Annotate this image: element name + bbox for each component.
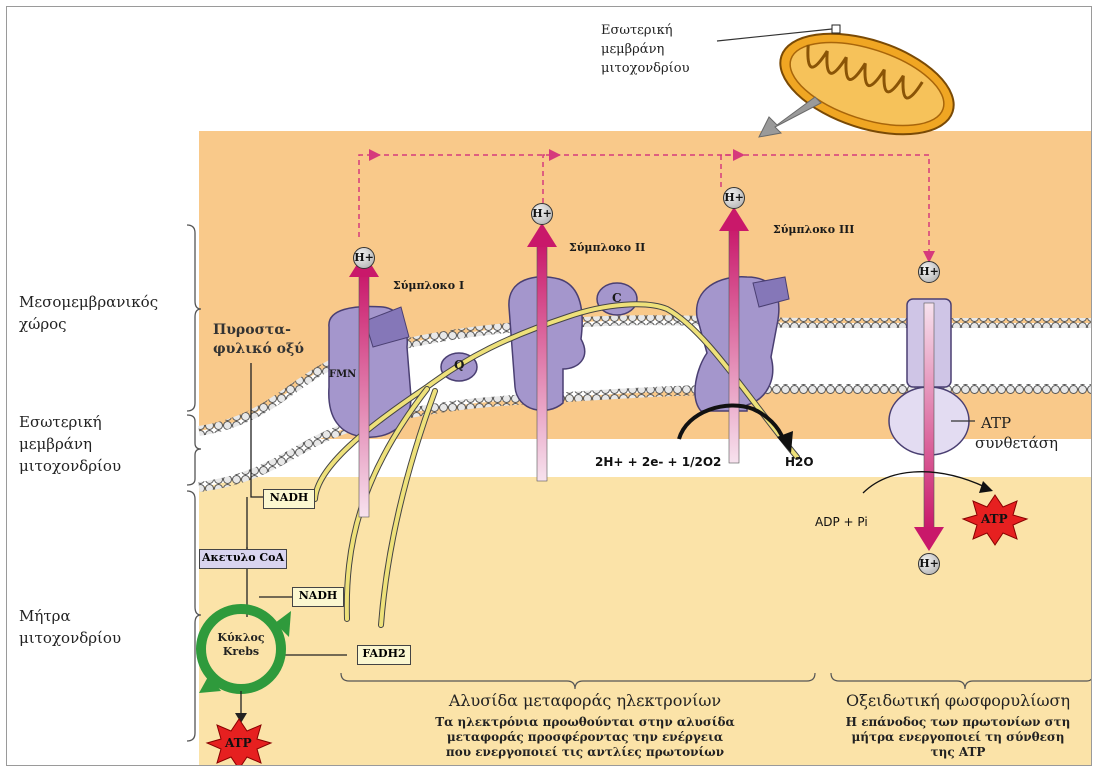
acetyl-coa-box: Ακετυλο CoA: [199, 549, 287, 569]
intermembrane-label: Μεσομεμβρανικός χώρος: [19, 291, 158, 335]
complex-2-label: Σύμπλοκο II: [569, 241, 645, 254]
krebs-label: Κύκλος Krebs: [213, 631, 269, 659]
atp-label-right: ATP: [981, 512, 1008, 526]
diagram-frame: Εσωτερική μεμβράνη μιτοχονδρίου Μεσομεμβ…: [6, 6, 1092, 766]
oxphos-title: Οξειδωτική φωσφορυλίωση: [833, 691, 1083, 711]
reduction-equation: 2H+ + 2e- + 1/2O2: [595, 455, 721, 469]
synthase-label-line: [951, 419, 975, 423]
oxphos-description: Η επάνοδος των πρωτονίων στη μήτρα ενεργ…: [833, 715, 1083, 760]
proton-2: H+: [531, 203, 553, 225]
proton-1: H+: [353, 247, 375, 269]
nadh-box-2: NADH: [292, 587, 344, 607]
complex-3-label: Σύμπλοκο III: [773, 223, 854, 236]
nadh-box-1: NADH: [263, 489, 315, 509]
c-label: C: [612, 291, 622, 305]
diagram-canvas: [7, 7, 1092, 766]
matrix-label: Μήτρα μιτοχονδρίου: [19, 605, 121, 649]
proton-3: H+: [723, 187, 745, 209]
adp-label: ADP + Pi: [815, 515, 868, 529]
proton-4: H+: [918, 261, 940, 283]
pyruvate-label: Πυροστα- φυλικό οξύ: [213, 321, 304, 359]
mito-membrane-label: Εσωτερική μεμβράνη μιτοχονδρίου: [601, 21, 689, 78]
etc-description: Τα ηλεκτρόνια προωθούνται στην αλυσίδα μ…: [409, 715, 761, 760]
fadh2-box: FADH2: [357, 645, 411, 665]
fmn-label: FMN: [329, 369, 356, 380]
complex-1-label: Σύμπλοκο I: [393, 279, 464, 292]
proton-5: H+: [918, 553, 940, 575]
water-label: H2O: [785, 455, 814, 469]
atp-synthase-label: ATP συνθετάση: [975, 413, 1058, 453]
q-label: Q: [454, 358, 464, 372]
etc-title: Αλυσίδα μεταφοράς ηλεκτρονίων: [419, 691, 751, 711]
atp-label-krebs: ATP: [225, 736, 252, 750]
inner-membrane-label: Εσωτερική μεμβράνη μιτοχονδρίου: [19, 411, 121, 477]
